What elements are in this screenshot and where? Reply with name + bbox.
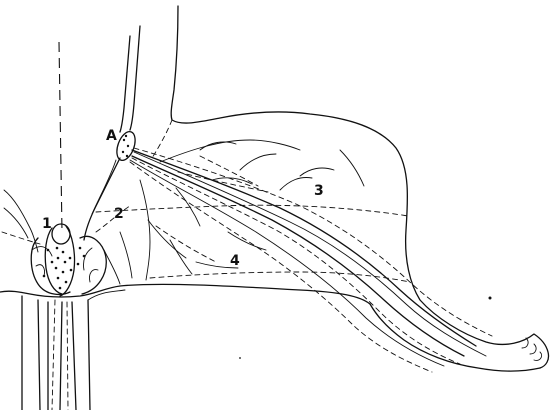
label-1: 1: [42, 216, 52, 232]
dashed-boundary-left: [96, 206, 130, 232]
speck-mark-small: [239, 357, 241, 359]
label-2: 2: [114, 206, 124, 222]
limb-lower-outline: [370, 304, 540, 371]
region-3-branches: [160, 140, 364, 192]
midline-dashed: [59, 42, 62, 232]
body-wall-lower: [88, 290, 125, 300]
connective-a-to-cluster: [84, 158, 120, 240]
ganglion-cluster: [31, 224, 106, 296]
spinal-cord-trunk: [22, 296, 90, 410]
nerve-cord-upper-right: [130, 26, 140, 130]
dashed-boundary-top: [152, 120, 172, 158]
label-a: A: [106, 128, 117, 144]
label-4: 4: [230, 253, 240, 269]
left-fibre-upper: [4, 190, 38, 252]
region-4-branches: [104, 180, 266, 284]
nerve-bundle: [130, 148, 492, 372]
speck-mark: [489, 297, 492, 300]
nerve-cord-upper-left: [120, 36, 130, 132]
connective-a-to-cluster-inner: [92, 160, 116, 214]
left-fibre-lower: [4, 208, 28, 238]
limb-toe-detail: [522, 338, 542, 360]
label-3: 3: [314, 183, 324, 199]
